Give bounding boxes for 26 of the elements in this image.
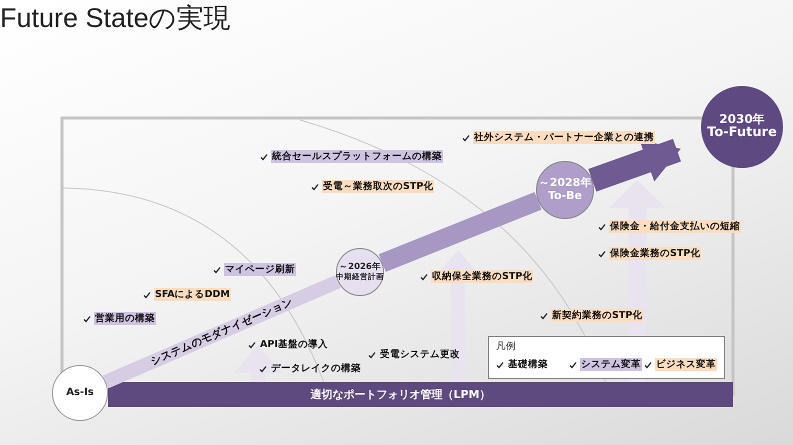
roadmap-item: SFAによるDDM [154, 288, 231, 301]
roadmap-item: マイページ刷新 [224, 263, 296, 276]
milestone-circle [336, 248, 384, 296]
milestone-year: 2030年 [719, 112, 765, 126]
roadmap-item: 受電システム更改 [379, 348, 461, 361]
milestone-year: ～2028年 [538, 177, 592, 190]
legend-item: システム変革 [580, 358, 642, 371]
legend-title: 凡例 [496, 340, 516, 353]
arrow [588, 138, 682, 192]
milestone-year: As-Is [66, 387, 94, 399]
roadmap-item: 社外システム・パートナー企業との連携 [473, 131, 655, 144]
legend-item: 基礎構築 [507, 358, 549, 371]
roadmap-item: 保険金業務のSTP化 [609, 247, 702, 260]
roadmap-item: 収納保全業務のSTP化 [431, 270, 534, 283]
legend-item: ビジネス変革 [655, 358, 717, 371]
roadmap-item: 統合セールスプラットフォームの構築 [271, 150, 443, 163]
milestone-year: ～2026年 [339, 262, 381, 272]
portfolio-bar [108, 382, 733, 407]
roadmap-item: 保険金・給付金支払いの短縮 [609, 220, 741, 233]
roadmap-item: 受電～業務取次のSTP化 [322, 180, 434, 193]
title: Future Stateの実現 [0, 2, 232, 35]
bar-label: 適切なポートフォリオ管理（LPM） [310, 387, 491, 402]
roadmap-item: 新契約業務のSTP化 [551, 309, 644, 322]
roadmap-item: 営業用の構築 [94, 312, 156, 325]
milestone-label: To-Be [548, 190, 582, 203]
milestone-label: To-Future [707, 126, 777, 142]
